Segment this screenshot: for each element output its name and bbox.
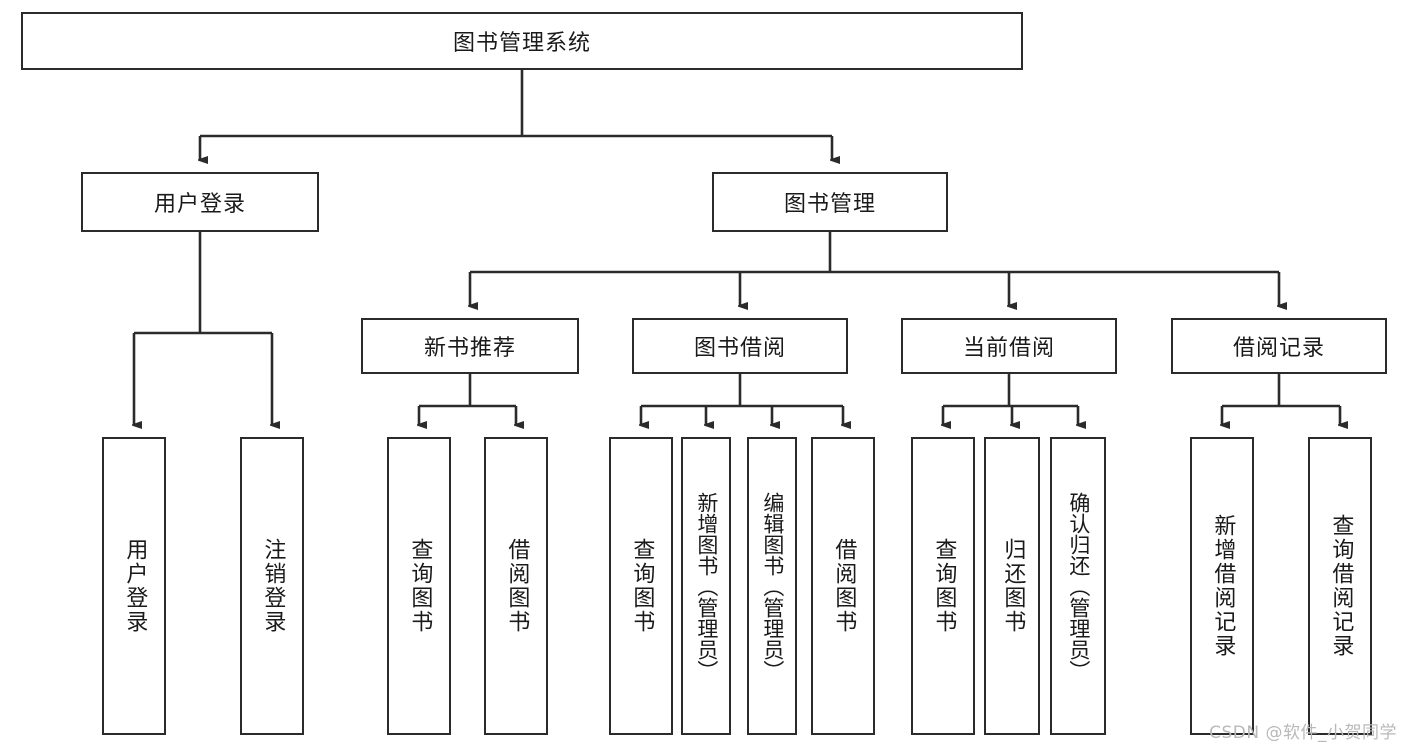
node-leaf-edit-book[interactable]: 编辑图书（管理员） xyxy=(747,437,797,735)
node-leaf-add-record-label: 新增借阅记录 xyxy=(1210,514,1236,658)
node-leaf-borrow-book-label: 借阅图书 xyxy=(831,538,857,634)
node-leaf-query-book-current-label: 查询图书 xyxy=(931,538,957,634)
node-borrow-record-label: 借阅记录 xyxy=(1232,336,1325,361)
node-leaf-borrow-book[interactable]: 借阅图书 xyxy=(811,437,875,735)
node-current-borrow[interactable]: 当前借阅 xyxy=(901,318,1117,374)
node-leaf-borrow-book-rec[interactable]: 借阅图书 xyxy=(484,437,548,735)
node-user-login[interactable]: 用户登录 xyxy=(81,172,319,232)
node-leaf-edit-book-label: 编辑图书（管理员） xyxy=(760,491,785,681)
node-new-book-rec[interactable]: 新书推荐 xyxy=(361,318,579,374)
watermark-text: CSDN @软件_小贺同学 xyxy=(1209,723,1397,743)
node-borrow-record[interactable]: 借阅记录 xyxy=(1171,318,1387,374)
node-leaf-borrow-book-rec-label: 借阅图书 xyxy=(504,538,530,634)
node-leaf-confirm-return[interactable]: 确认归还（管理员） xyxy=(1050,437,1106,735)
node-leaf-return-book-label: 归还图书 xyxy=(1000,538,1026,634)
node-new-book-rec-label: 新书推荐 xyxy=(423,336,516,361)
node-leaf-query-record-label: 查询借阅记录 xyxy=(1328,514,1354,658)
node-leaf-query-book-rec-label: 查询图书 xyxy=(407,538,433,634)
node-leaf-confirm-return-label: 确认归还（管理员） xyxy=(1066,491,1091,681)
node-book-borrow[interactable]: 图书借阅 xyxy=(632,318,848,374)
node-leaf-user-login[interactable]: 用户登录 xyxy=(102,437,166,735)
node-leaf-user-logout-label: 注销登录 xyxy=(260,538,286,634)
node-root-label: 图书管理系统 xyxy=(452,31,591,56)
node-root[interactable]: 图书管理系统 xyxy=(21,12,1023,70)
node-leaf-query-book-borrow[interactable]: 查询图书 xyxy=(609,437,673,735)
node-leaf-query-record[interactable]: 查询借阅记录 xyxy=(1308,437,1372,735)
node-book-manage-label: 图书管理 xyxy=(783,192,876,217)
node-leaf-user-logout[interactable]: 注销登录 xyxy=(240,437,304,735)
node-current-borrow-label: 当前借阅 xyxy=(962,336,1055,361)
node-leaf-add-book-label: 新增图书（管理员） xyxy=(694,491,719,681)
node-leaf-query-book-current[interactable]: 查询图书 xyxy=(911,437,975,735)
node-book-borrow-label: 图书借阅 xyxy=(693,336,786,361)
node-leaf-user-login-label: 用户登录 xyxy=(122,538,148,634)
node-leaf-add-record[interactable]: 新增借阅记录 xyxy=(1190,437,1254,735)
node-leaf-query-book-borrow-label: 查询图书 xyxy=(629,538,655,634)
node-book-manage[interactable]: 图书管理 xyxy=(712,172,948,232)
node-leaf-add-book[interactable]: 新增图书（管理员） xyxy=(681,437,731,735)
node-leaf-query-book-rec[interactable]: 查询图书 xyxy=(387,437,451,735)
node-user-login-label: 用户登录 xyxy=(153,192,246,217)
node-leaf-return-book[interactable]: 归还图书 xyxy=(984,437,1040,735)
